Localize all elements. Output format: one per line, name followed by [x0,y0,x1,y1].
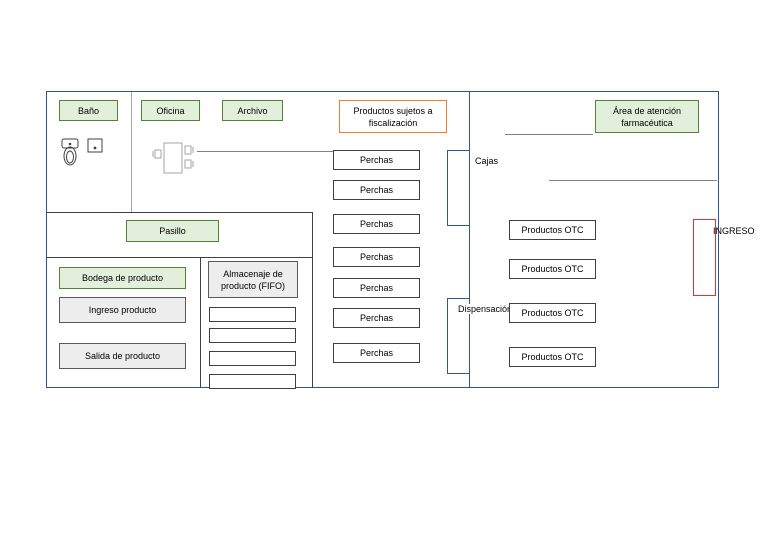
perchas-shelf: Perchas [333,308,420,328]
toilet-icon [61,138,79,166]
desk-chairs-icon [152,142,194,174]
entrance-door [693,219,716,296]
salida-producto-area: Salida de producto [59,343,186,369]
ingreso-producto-area: Ingreso producto [59,297,186,323]
perchas-shelf: Perchas [333,214,420,234]
dispensacion-counter [447,298,469,374]
cajas-counter [447,150,469,226]
floor-plan-outline [46,91,719,388]
sink-icon [87,138,103,153]
storage-shelf [209,328,296,343]
otc-shelf: Productos OTC [509,347,596,367]
room-productos-fiscalizacion: Productos sujetos a fiscalización [339,100,447,133]
room-almacenaje: Almacenaje de producto (FIFO) [208,261,298,298]
cajas-label: Cajas [475,156,499,166]
counter-line-top [505,134,593,135]
perchas-shelf: Perchas [333,278,420,298]
pasillo-label: Pasillo [126,220,219,242]
otc-shelf: Productos OTC [509,259,596,279]
storage-shelf [209,307,296,322]
room-oficina: Oficina [141,100,200,121]
wall-right-pasillo [312,212,313,388]
perchas-shelf: Perchas [333,247,420,267]
ingreso-label: INGRESO [713,226,755,236]
wall-bottom-pasillo [47,257,312,258]
room-bano: Baño [59,100,118,121]
perchas-shelf: Perchas [333,180,420,200]
wall-bodega-divider [200,258,201,388]
otc-shelf: Productos OTC [509,303,596,323]
room-bodega: Bodega de producto [59,267,186,289]
storage-shelf [209,351,296,366]
counter-line-middle [549,180,717,181]
wall-vertical-office [131,92,132,212]
room-archivo: Archivo [222,100,283,121]
storage-shelf [209,374,296,389]
office-partition-line [197,151,333,152]
wall-top-pasillo [47,212,312,213]
perchas-shelf: Perchas [333,150,420,170]
otc-shelf: Productos OTC [509,220,596,240]
wall-main-divider [469,92,470,388]
perchas-shelf: Perchas [333,343,420,363]
room-area-atencion: Área de atención farmacéutica [595,100,699,133]
dispensacion-label: Dispensación [458,304,513,314]
